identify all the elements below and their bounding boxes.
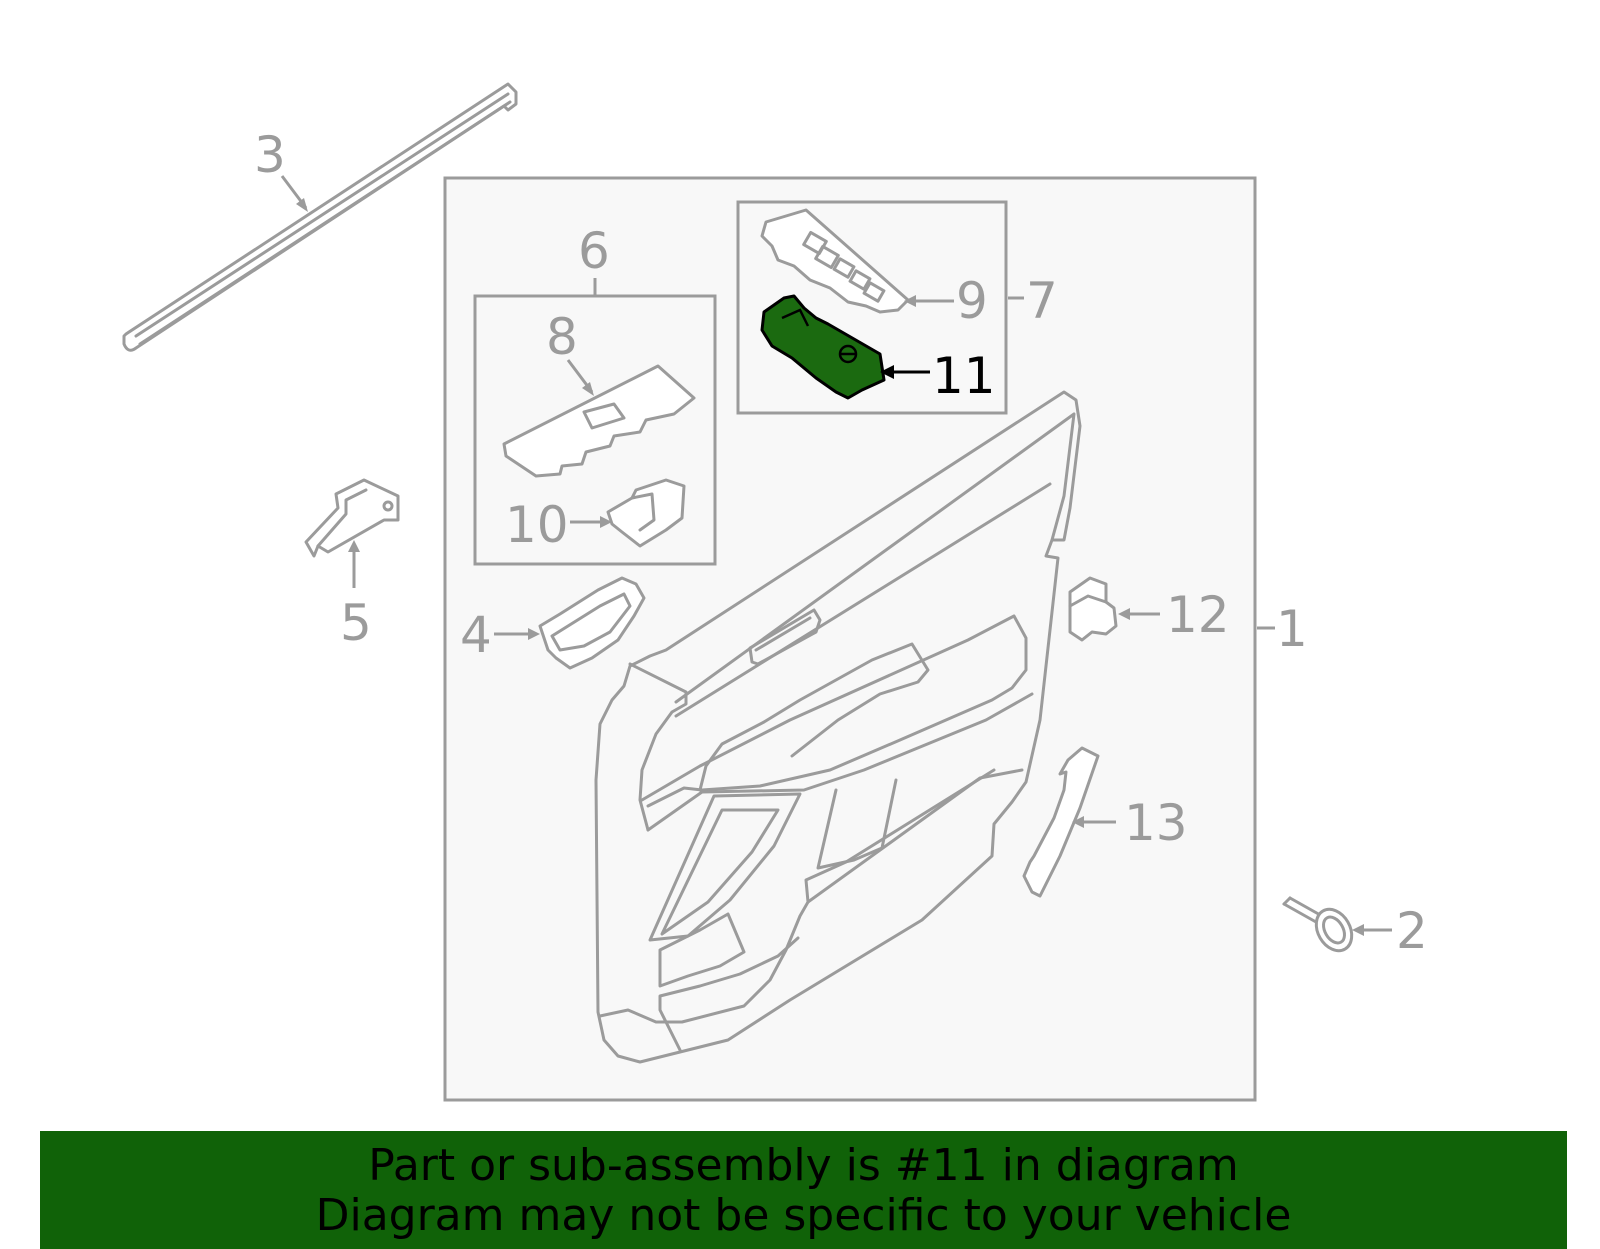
callout-2: 2: [1396, 902, 1428, 960]
callout-6: 6: [578, 222, 610, 280]
part-9-switch-panel[interactable]: [760, 208, 910, 314]
callout-9: 9: [956, 272, 988, 330]
part-4-inner-handle[interactable]: [538, 576, 646, 670]
callout-3: 3: [254, 126, 286, 184]
part-2-screw[interactable]: [1282, 896, 1359, 957]
callout-1: 1: [1276, 600, 1308, 658]
banner-line-1: Part or sub-assembly is #11 in diagram: [368, 1140, 1239, 1191]
callout-12: 12: [1166, 586, 1230, 644]
part-13-trim-strip[interactable]: [1022, 746, 1100, 898]
callout-8: 8: [546, 308, 578, 366]
part-1-door-trim-panel[interactable]: [594, 390, 1082, 1064]
callout-4: 4: [460, 606, 492, 664]
callout-7: 7: [1026, 272, 1058, 330]
part-7-frame: [736, 200, 1008, 415]
info-banner: Part or sub-assembly is #11 in diagram D…: [40, 1131, 1567, 1249]
callout-13: 13: [1124, 794, 1188, 852]
part-11-switch-highlighted[interactable]: [760, 294, 886, 400]
part-5-bracket[interactable]: [304, 478, 400, 558]
part-10-switch[interactable]: [606, 478, 686, 548]
part-12-connector[interactable]: [1068, 576, 1118, 642]
part-8-switch-bezel[interactable]: [502, 364, 696, 478]
banner-line-2: Diagram may not be specific to your vehi…: [315, 1190, 1292, 1241]
part-3-belt-molding[interactable]: [122, 82, 518, 352]
callout-11: 11: [932, 347, 996, 405]
callout-5: 5: [340, 594, 372, 652]
callout-10: 10: [505, 496, 569, 554]
